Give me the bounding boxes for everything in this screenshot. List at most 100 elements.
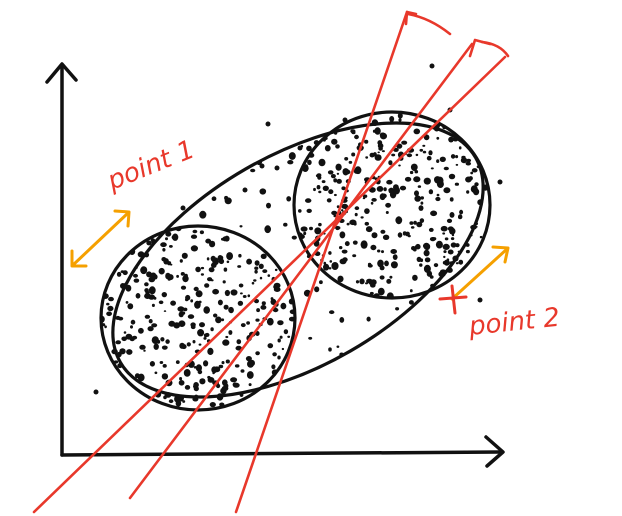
scatter-dot: [443, 187, 451, 194]
scatter-dot: [287, 160, 294, 165]
scatter-dot: [436, 180, 444, 189]
scatter-dot: [352, 240, 358, 245]
scatter-dot: [473, 188, 480, 196]
combined-ellipse: [111, 121, 485, 399]
scatter-dot: [313, 187, 316, 192]
scatter-dot: [204, 332, 210, 337]
scatter-dot: [339, 317, 345, 323]
scatter-dot: [328, 251, 332, 255]
scatter-dot: [447, 249, 454, 255]
scatter-dot: [374, 127, 381, 135]
scatter-dot: [382, 234, 390, 240]
scatter-dot: [442, 232, 446, 235]
scatter-dot: [248, 383, 252, 387]
scatter-dot: [336, 178, 342, 184]
scatter-dot: [207, 375, 211, 379]
scatter-dot: [242, 295, 247, 298]
scatter-dot: [455, 262, 459, 265]
scatter-dot: [116, 271, 122, 277]
scatter-dot: [193, 385, 197, 388]
scatter-dot: [331, 138, 338, 145]
scatter-dot: [216, 383, 221, 389]
scatter-dot: [369, 152, 375, 158]
scatter-dot: [115, 315, 121, 320]
scatter-dot: [144, 293, 151, 299]
scatter-dot: [156, 339, 161, 344]
scatter-dot: [377, 151, 380, 154]
scatter-dot: [277, 338, 281, 343]
scatter-dot: [207, 347, 214, 355]
scatter-dot: [374, 154, 382, 161]
scatter-dot: [336, 205, 340, 209]
scatter-dot: [471, 168, 478, 173]
scatter-dot: [367, 262, 372, 266]
scatter-dot: [371, 232, 378, 239]
scatter-dot: [147, 326, 154, 332]
scatter-dot: [274, 268, 278, 272]
scatter-dot: [314, 286, 320, 293]
scatter-dot: [228, 306, 234, 313]
scatter-dot: [442, 243, 450, 250]
scatter-dot: [286, 196, 292, 202]
scatter-dot: [144, 282, 149, 287]
scatter-dot: [450, 237, 455, 241]
scatter-dot: [255, 351, 260, 356]
scatter-dot: [428, 150, 433, 156]
scatter-dot: [369, 291, 374, 295]
scatter-dot: [221, 318, 225, 322]
scatter-dot: [160, 242, 167, 248]
label-point-2: point 2: [467, 303, 562, 342]
scatter-dot: [180, 205, 186, 211]
scatter-dot: [198, 343, 202, 346]
scatter-dot: [167, 274, 174, 281]
scatter-dot: [259, 188, 267, 195]
scatter-dot: [106, 311, 112, 317]
scatter-dot: [336, 345, 340, 348]
orange-arrow-right-shaft: [450, 247, 509, 301]
scatter-dot: [354, 134, 359, 140]
scatter-dot: [179, 377, 183, 381]
scatter-dot: [346, 222, 350, 226]
scatter-dot: [418, 205, 424, 211]
scatter-dot: [362, 194, 368, 198]
scatter-dot: [107, 305, 114, 312]
scatter-dot: [413, 176, 421, 183]
scatter-dot: [412, 274, 418, 281]
scatter-dot: [459, 209, 464, 215]
scatter-dot: [127, 303, 134, 310]
scatter-dot: [274, 165, 280, 171]
scatter-dot: [323, 263, 330, 271]
scatter-dot: [266, 202, 271, 209]
scatter-dot: [235, 345, 242, 351]
scatter-dot: [115, 340, 121, 345]
scatter-dot: [230, 289, 238, 296]
scatter-dot: [381, 250, 384, 254]
scatter-dot: [209, 240, 216, 248]
scatter-dot: [192, 340, 196, 344]
scatter-dot: [341, 186, 346, 191]
scatter-dot: [397, 232, 403, 238]
scatter-dot: [240, 292, 243, 295]
scatter-dot: [251, 281, 255, 285]
scatter-dot: [435, 196, 441, 202]
scatter-dot: [408, 300, 414, 305]
scatter-dot: [165, 237, 168, 241]
scatter-dot: [364, 139, 369, 144]
scatter-dot: [436, 159, 440, 164]
scatter-dot: [236, 339, 242, 345]
scatter-dot: [440, 225, 448, 232]
red-line-steep-arrowhead: [404, 10, 418, 26]
scatter-dot: [377, 143, 384, 149]
scatter-dot: [206, 257, 210, 261]
scatter-dot: [402, 231, 407, 236]
scatter-dot: [258, 263, 264, 269]
scatter-dot: [390, 261, 398, 269]
scatter-dot: [264, 225, 272, 234]
scatter-dot: [443, 250, 447, 254]
scatter-dot: [228, 330, 233, 335]
scatter-dot: [178, 320, 186, 328]
left-cluster-ellipse: [99, 224, 297, 412]
scatter-dot: [121, 336, 127, 342]
scatter-dot: [104, 325, 107, 329]
scatter-dot: [161, 345, 168, 350]
